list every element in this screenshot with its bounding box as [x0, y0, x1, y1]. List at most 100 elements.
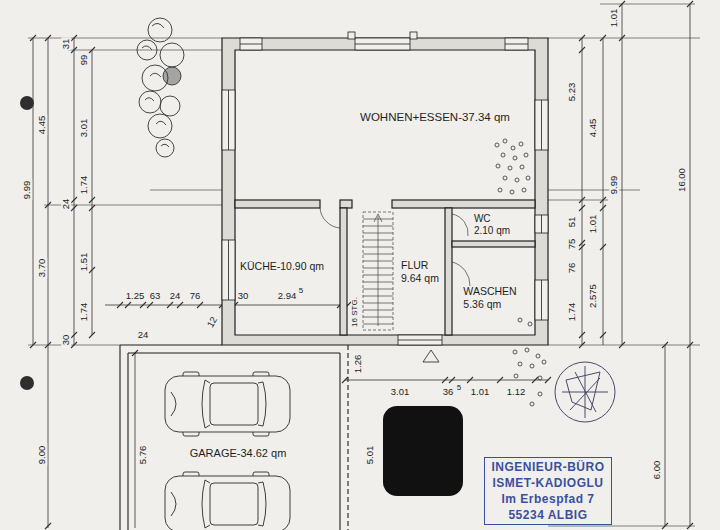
dimension-label: 5.23	[567, 82, 577, 103]
shrub-dot	[513, 156, 517, 160]
tree-crown	[137, 40, 157, 60]
dimension-label: 3.70	[37, 258, 47, 279]
shrub-dot	[495, 143, 499, 147]
shrub-dot	[536, 354, 540, 358]
dimension-label: 36	[442, 387, 455, 397]
dimension-ticks	[30, 1, 693, 529]
room-label: WC2.10 qm	[472, 213, 512, 237]
dimension-label: 9.99	[609, 175, 619, 196]
car-roof	[210, 483, 258, 525]
node-text: 2.10 qm	[474, 225, 510, 237]
shrub-dot	[511, 146, 515, 150]
car-body	[165, 476, 290, 530]
door-swing	[320, 208, 470, 286]
node-text: WASCHEN	[463, 285, 516, 298]
outer-wall	[222, 38, 548, 345]
dimension-label: 1.74	[79, 175, 89, 196]
engineer-stamp: INGENIEUR-BÜROISMET-KADIOGLUIm Erbespfad…	[484, 457, 611, 525]
dimension-label: 1.01	[609, 8, 619, 29]
dimension-label: 12	[205, 314, 220, 330]
dimension-label: 4.45	[588, 118, 598, 139]
shrub-dot	[510, 190, 514, 194]
stairs	[363, 212, 393, 330]
dimension-label: 75	[567, 238, 577, 251]
shrub-dot	[508, 166, 512, 170]
tree-crown	[148, 114, 172, 138]
dimension-label: 1.01	[588, 214, 598, 235]
dimension-label: 1.25	[125, 291, 146, 301]
car-detail	[171, 480, 266, 528]
car-roof	[210, 383, 258, 425]
node-text: 5.36 qm	[463, 298, 516, 311]
dimension-lines	[28, 1, 700, 529]
stair-arrow	[374, 214, 382, 326]
dimension-label: 31	[61, 38, 71, 51]
shrub-dot	[522, 188, 526, 192]
room-label: GARAGE-34.62 qm	[187, 445, 290, 462]
dimension-label: 3.01	[79, 118, 89, 139]
dimension-label: 4.45	[37, 115, 47, 136]
shrub-dot	[503, 176, 507, 180]
dimension-label: 76	[189, 291, 202, 301]
room-label: FLUR9.64 qm	[398, 257, 442, 286]
dimension-label: 76	[567, 262, 577, 275]
stair-outline	[363, 212, 393, 330]
shrub-dot	[496, 164, 500, 168]
stamp-emblem	[555, 362, 615, 422]
tree-crown	[160, 96, 180, 116]
extension-line	[28, 4, 700, 526]
dimension-line	[33, 4, 690, 528]
entrance-mark	[423, 350, 439, 362]
garage-walls	[120, 345, 348, 530]
inner-wall	[452, 241, 535, 247]
car-symbol	[165, 472, 290, 530]
dimension-label: 1.12	[506, 387, 527, 397]
room-label: KÜCHE-10.90 qm	[237, 258, 327, 275]
dimension-label: 5.76	[138, 445, 148, 466]
shrub-dot	[518, 318, 522, 322]
shrub-dots	[495, 139, 546, 406]
car-symbol	[165, 372, 290, 436]
node-text: WOHNEN+ESSEN-37.34 qm	[360, 111, 510, 125]
node-text: FLUR	[401, 259, 439, 272]
dimension-label: 51	[567, 216, 577, 229]
room-label: WOHNEN+ESSEN-37.34 qm	[357, 109, 513, 127]
shrub-dot	[515, 178, 519, 182]
shrub-dot	[518, 362, 522, 366]
node-text: Im Erbespfad 7	[491, 491, 604, 507]
dimension-label: 63	[149, 291, 162, 301]
tree-crown	[156, 139, 174, 157]
dimension-label: 3.01	[390, 387, 411, 397]
inner-wall	[445, 208, 452, 335]
dimension-label: 1.74	[567, 302, 577, 323]
door-post	[410, 32, 417, 39]
dimension-label: 1.51	[79, 252, 89, 273]
shrub-dot	[501, 153, 505, 157]
node-text: 9.64 qm	[401, 272, 439, 285]
node-text: ISMET-KADIOGLU	[491, 475, 604, 491]
shrub-dot	[498, 188, 502, 192]
dimension-label: 30	[237, 291, 250, 301]
dimension-label: 2.575	[588, 283, 598, 309]
node-text: WC	[474, 213, 510, 225]
shrub-dot	[513, 350, 517, 354]
car-body	[165, 376, 290, 432]
dimension-label: 5.01	[365, 445, 375, 466]
dimension-label: 2.94	[277, 291, 298, 301]
node-text: 55234 ALBIG	[491, 507, 604, 523]
dimension-label: 6.00	[652, 460, 662, 481]
inner-wall	[340, 208, 347, 335]
shrub-dot	[524, 153, 528, 157]
tree-crown	[160, 43, 184, 67]
dimension-label: 16 STG.	[351, 296, 359, 328]
shrub-dot	[525, 348, 529, 352]
dimension-label: 99	[79, 54, 89, 67]
dimension-label: 5	[456, 384, 462, 392]
shrub-dot	[526, 176, 530, 180]
node-text: KÜCHE-10.90 qm	[240, 260, 324, 273]
garage-wall-dashed	[347, 345, 348, 530]
dimension-label: 24	[169, 291, 182, 301]
shrub-dot	[519, 142, 523, 146]
dimension-label: 30	[61, 334, 71, 347]
